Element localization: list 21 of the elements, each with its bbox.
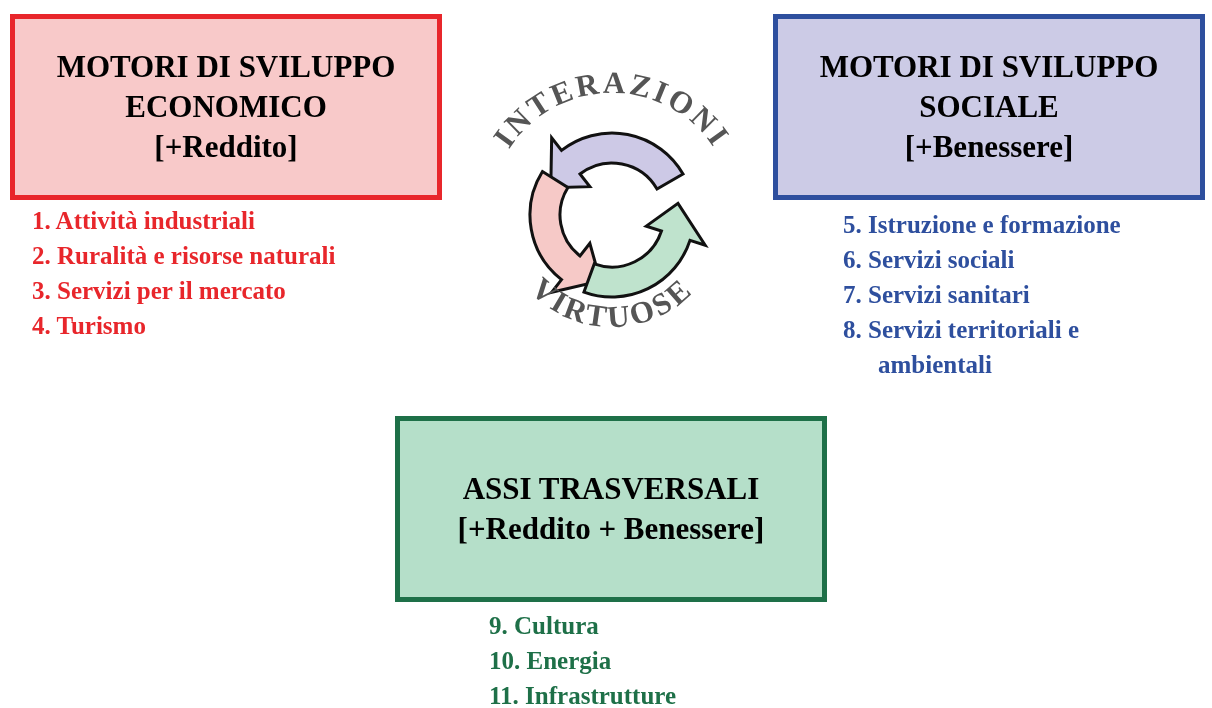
box-title: MOTORI DI SVILUPPO ECONOMICO: [55, 47, 397, 126]
list-item: 1. Attività industriali: [32, 206, 256, 236]
box-title: MOTORI DI SVILUPPO SOCIALE: [818, 47, 1160, 126]
curved-label: VIRTUOSE: [524, 270, 700, 335]
list-item: 9. Cultura: [489, 611, 600, 641]
box-title: [+Reddito + Benessere]: [457, 510, 765, 548]
list-item: 2. Ruralità e risorse naturali: [32, 241, 337, 271]
list-item: 3. Servizi per il mercato: [32, 276, 287, 306]
box-title: [+Benessere]: [904, 128, 1074, 167]
list-item: 10. Energia: [489, 646, 613, 676]
list-item: 6. Servizi sociali: [843, 245, 1016, 275]
category-box: [773, 14, 1205, 200]
category-box: [10, 14, 442, 200]
category-box: [395, 416, 827, 602]
box-title: ASSI TRASVERSALI: [462, 469, 760, 508]
list-item: 7. Servizi sanitari: [843, 280, 1031, 310]
list-item: 4. Turismo: [32, 311, 147, 341]
box-title: [+Reddito]: [154, 128, 298, 167]
list-item: 5. Istruzione e formazione: [843, 210, 1122, 240]
list-item: 8. Servizi territoriali e ambientali: [843, 315, 1080, 380]
list-item: 11. Infrastrutture: [489, 681, 678, 708]
